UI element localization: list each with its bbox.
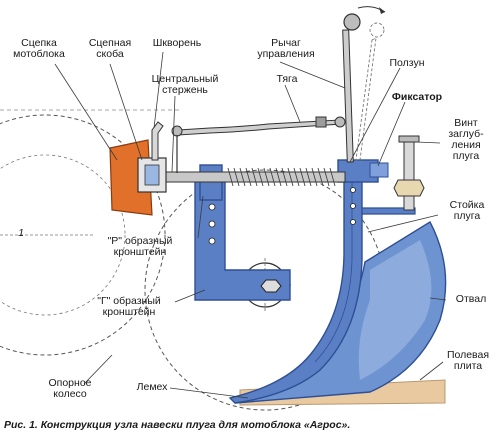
control-lever-ghost (355, 37, 377, 161)
g-bracket-hole (208, 237, 216, 245)
label-lock: Фиксатор (391, 91, 443, 103)
label-g-bracket: "Г" образный кронштейн (97, 295, 161, 318)
label-moldboard: Отвал (455, 293, 487, 305)
kingpin (151, 121, 164, 161)
depth-screw-bracket (361, 207, 416, 215)
label-depth-screw: Винт заглуб- ления плуга (448, 117, 484, 162)
label-p-bracket: "Р" образный кронштейн (107, 235, 173, 258)
figure-caption: Рис. 1. Конструкция узла навески плуга д… (4, 419, 350, 431)
label-plow-stand: Стойка плуга (449, 199, 485, 222)
central-rod (159, 171, 346, 183)
moldboard-shade (358, 240, 432, 380)
tie-rod-joint (334, 116, 346, 128)
control-lever-knob (343, 13, 361, 31)
label-support-wheel: Опорное колесо (48, 377, 92, 400)
lock-block (369, 162, 389, 178)
g-bracket-hole (208, 220, 216, 228)
tractor-wheel-outline (0, 114, 166, 356)
label-slider: Ползун (389, 57, 425, 69)
tractor-wheel-inner-outline (0, 154, 126, 316)
stand-hole (350, 187, 356, 193)
rod-thread (227, 167, 336, 187)
depth-screw-nut (393, 179, 425, 197)
depth-screw-head (398, 135, 420, 143)
control-lever-ghost-knob (369, 22, 385, 38)
caption-prefix: Рис. 1. (4, 419, 41, 431)
label-hitch-tractor: Сцепка мотоблока (13, 37, 65, 60)
g-bracket-hole (208, 203, 216, 211)
depth-screw-body (403, 139, 415, 211)
label-central-rod: Центральный стержень (151, 73, 219, 96)
label-wheel-mark: 1 (18, 227, 24, 239)
hitch-clamp-inner (144, 164, 160, 186)
plow-stand (228, 174, 363, 404)
label-kingpin: Шкворень (152, 37, 202, 49)
label-control-lever: Рычаг управления (257, 37, 315, 60)
lever-arrow-head (379, 7, 385, 14)
label-rod: Тяга (276, 73, 298, 85)
leader-lines (54, 51, 447, 399)
label-field-board: Полевая плита (446, 349, 490, 372)
label-share: Лемех (136, 381, 168, 393)
control-lever (342, 29, 354, 163)
caption-title: Конструкция узла навески плуга для мотоб… (40, 419, 351, 431)
stand-hole (350, 203, 356, 209)
label-hitch-bracket: Сцепная скоба (88, 37, 132, 60)
plow-stand-edge (314, 180, 353, 363)
stand-hole (350, 219, 356, 225)
tie-rod-nut (315, 116, 327, 128)
g-bracket-nut (260, 279, 282, 293)
